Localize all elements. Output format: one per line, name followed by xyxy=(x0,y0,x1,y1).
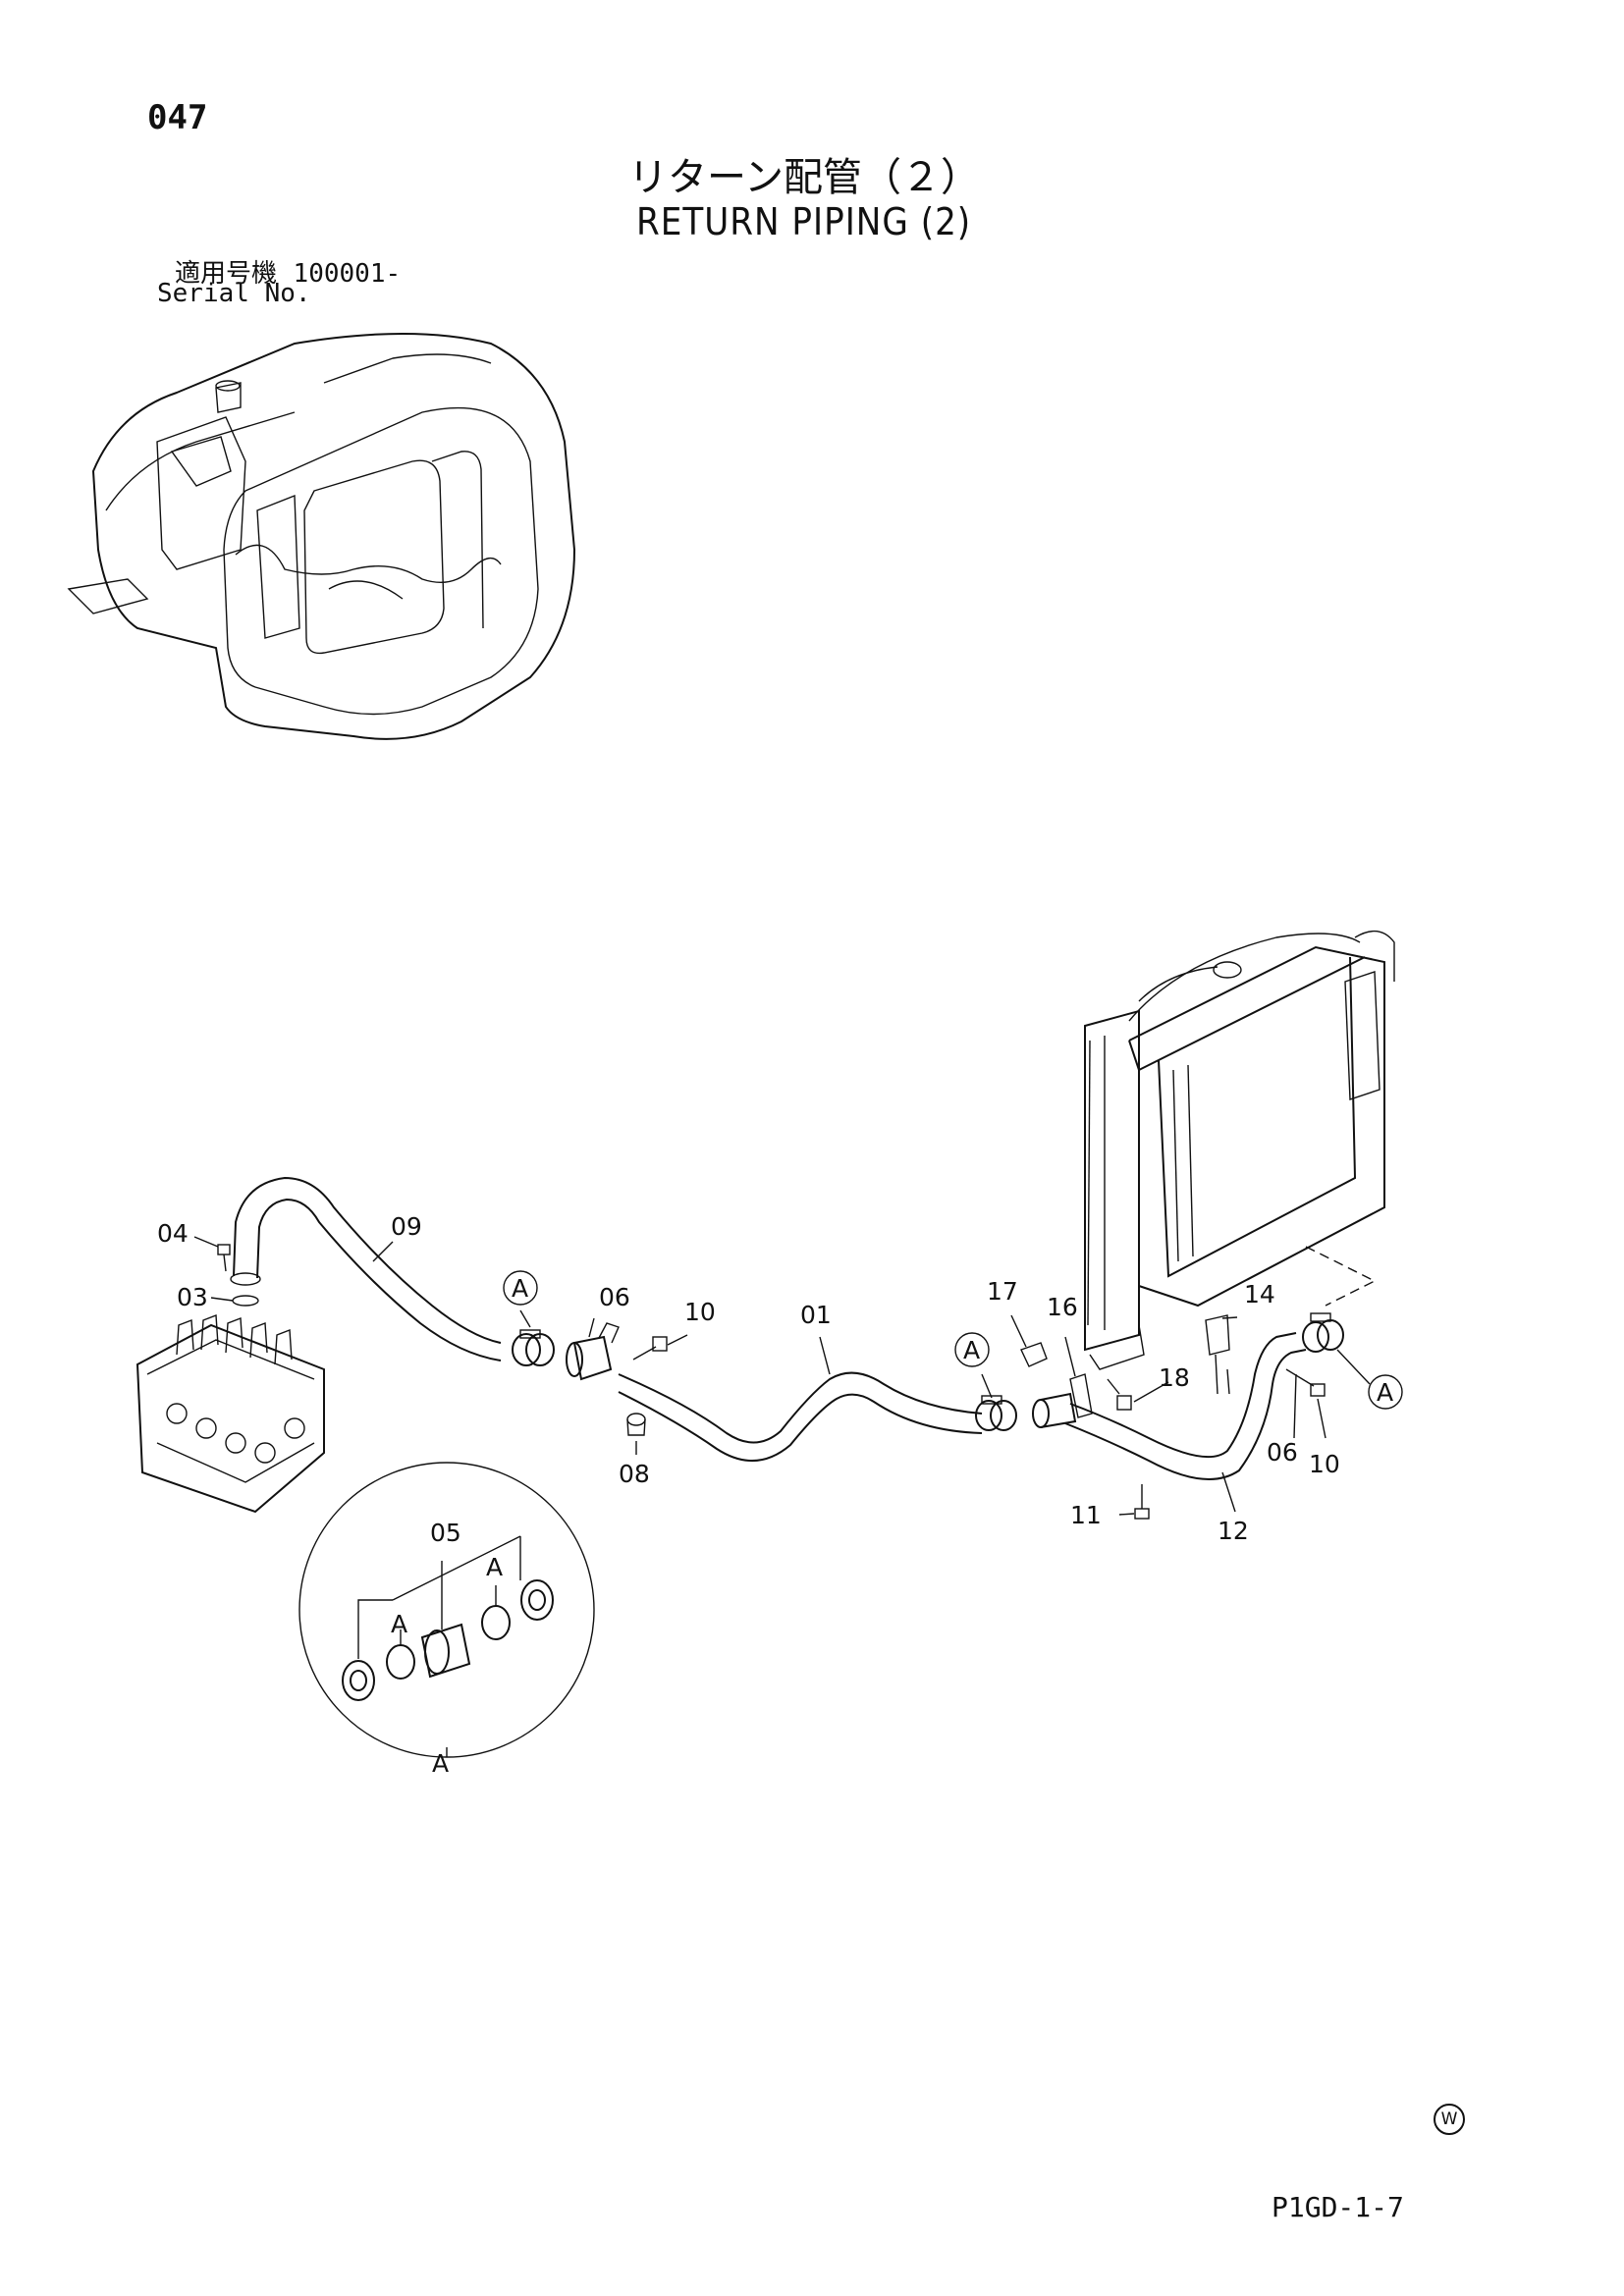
bolt-04 xyxy=(217,1244,231,1272)
hose-clamp-middle xyxy=(975,1395,1017,1431)
return-pipe-01 xyxy=(618,1371,983,1462)
callout-labels: 01 03 04 05 06 06 08 09 10 10 11 12 14 1… xyxy=(157,1212,1403,1778)
callout-a-detail-3: A xyxy=(432,1749,449,1778)
callout-01: 01 xyxy=(800,1301,832,1329)
serial-label-jp-text: 適用号機 xyxy=(175,259,278,289)
callout-a-detail-1: A xyxy=(391,1610,407,1638)
serial-label-japanese: 適用号機 100001- xyxy=(175,253,401,290)
bracket-14 xyxy=(1205,1314,1230,1395)
page-number: 047 xyxy=(147,98,208,137)
hose-clamp-right xyxy=(1302,1312,1344,1353)
pipe-fitting-06-left xyxy=(566,1322,620,1381)
document-code: P1GD-1-7 xyxy=(1272,2191,1404,2223)
callout-06-left: 06 xyxy=(599,1283,630,1311)
callout-17: 17 xyxy=(987,1277,1018,1306)
callout-16: 16 xyxy=(1047,1293,1078,1321)
callout-a-left: A xyxy=(512,1274,528,1303)
callout-05: 05 xyxy=(430,1519,461,1547)
callout-12: 12 xyxy=(1218,1517,1249,1545)
callout-08: 08 xyxy=(619,1460,650,1488)
o-ring-03 xyxy=(232,1295,259,1307)
callout-11: 11 xyxy=(1070,1501,1102,1529)
title-japanese: リターン配管（２） xyxy=(628,155,980,200)
serial-value: 100001- xyxy=(293,259,402,289)
callout-a-detail-2: A xyxy=(486,1553,503,1581)
hose-connector-right xyxy=(1020,1342,1093,1428)
callout-09: 09 xyxy=(391,1212,422,1241)
serial-label-english: Serial No. xyxy=(157,279,311,308)
callout-a-middle: A xyxy=(963,1336,980,1364)
bolt-10-right xyxy=(1285,1368,1326,1397)
callout-14: 14 xyxy=(1244,1280,1275,1308)
return-pipe-12 xyxy=(1064,1332,1307,1480)
bolt-11 xyxy=(1134,1484,1150,1520)
radiator-cooler-illustration xyxy=(1084,930,1395,1370)
bolt-18 xyxy=(1107,1378,1132,1411)
return-hose-09 xyxy=(230,1176,502,1362)
callout-03: 03 xyxy=(177,1283,208,1311)
callout-a-right: A xyxy=(1377,1378,1393,1407)
manufacturer-mark-icon: W xyxy=(1434,2104,1465,2135)
control-valve-illustration xyxy=(135,1314,325,1514)
leader-lines xyxy=(193,1236,1371,1757)
plug-08 xyxy=(626,1413,646,1436)
callout-18: 18 xyxy=(1159,1363,1190,1392)
detail-view-a xyxy=(298,1462,595,1758)
title-english: RETURN PIPING (2) xyxy=(636,200,972,243)
callout-04: 04 xyxy=(157,1219,189,1248)
hose-clamp-left xyxy=(512,1329,555,1366)
bolt-10-left xyxy=(632,1336,668,1361)
callout-10-left: 10 xyxy=(684,1298,716,1326)
excavator-overview-illustration xyxy=(67,333,576,740)
callout-10-right: 10 xyxy=(1309,1450,1340,1478)
callout-06-right: 06 xyxy=(1267,1438,1298,1467)
